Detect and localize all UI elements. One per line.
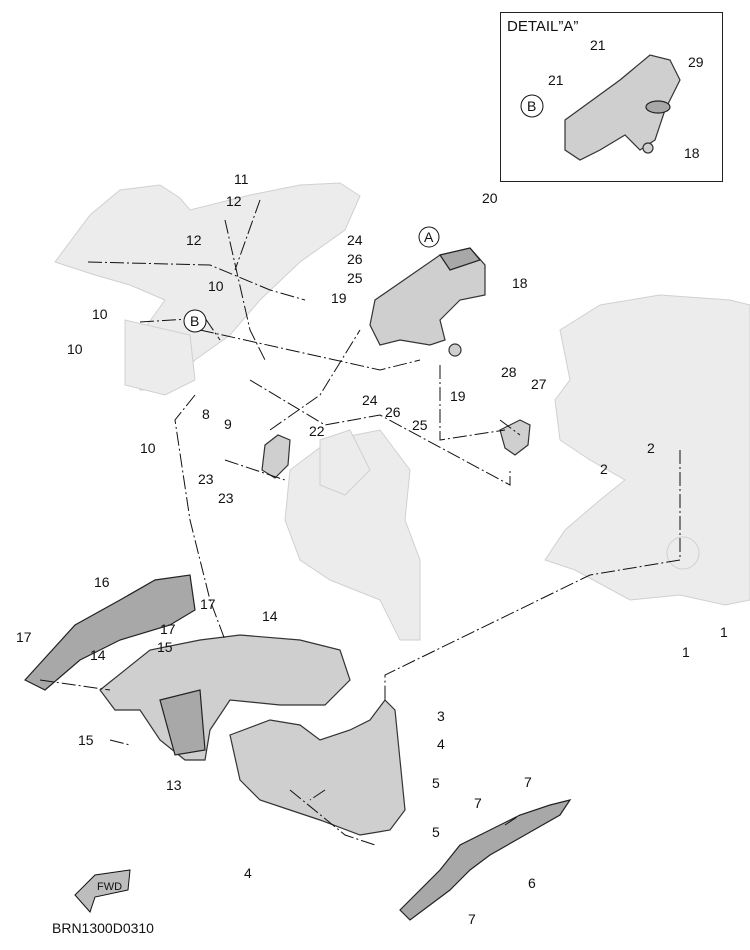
svg-text:B: B bbox=[190, 313, 199, 329]
callout-24: 24 bbox=[362, 392, 378, 408]
callout-3: 3 bbox=[437, 708, 445, 724]
callout-4: 4 bbox=[244, 865, 252, 881]
svg-text:FWD: FWD bbox=[97, 881, 122, 893]
reference-b-detail: B bbox=[520, 94, 544, 118]
callout-4: 4 bbox=[437, 736, 445, 752]
reference-b-main: B bbox=[183, 309, 207, 333]
callout-18: 18 bbox=[684, 145, 700, 161]
callout-21: 21 bbox=[590, 37, 606, 53]
callout-6: 6 bbox=[528, 875, 536, 891]
drawing-code: BRN1300D0310 bbox=[52, 920, 154, 936]
panel-16 bbox=[24, 574, 196, 691]
reference-a-main: A bbox=[418, 226, 440, 248]
ghost-frame bbox=[284, 429, 421, 641]
callout-2: 2 bbox=[600, 461, 608, 477]
detail-a-title: DETAIL”A” bbox=[507, 18, 579, 35]
callout-25: 25 bbox=[347, 270, 363, 286]
callout-29: 29 bbox=[688, 54, 704, 70]
callout-15: 15 bbox=[78, 732, 94, 748]
callout-19: 19 bbox=[450, 388, 466, 404]
svg-text:B: B bbox=[527, 98, 536, 114]
callout-27: 27 bbox=[531, 376, 547, 392]
callout-7: 7 bbox=[474, 795, 482, 811]
callout-12: 12 bbox=[186, 232, 202, 248]
callout-17: 17 bbox=[160, 621, 176, 637]
callout-10: 10 bbox=[67, 341, 83, 357]
bracket-27 bbox=[499, 419, 531, 456]
leader-lines bbox=[39, 199, 681, 846]
callout-15: 15 bbox=[157, 639, 173, 655]
ghost-rear-body bbox=[544, 294, 750, 606]
callout-10: 10 bbox=[140, 440, 156, 456]
callout-19: 19 bbox=[331, 290, 347, 306]
svg-text:A: A bbox=[424, 229, 434, 245]
callout-26: 26 bbox=[385, 404, 401, 420]
callout-25: 25 bbox=[412, 417, 428, 433]
callout-26: 26 bbox=[347, 251, 363, 267]
callout-24: 24 bbox=[347, 232, 363, 248]
callout-12: 12 bbox=[226, 193, 242, 209]
panel-13 bbox=[99, 634, 351, 761]
callout-28: 28 bbox=[501, 364, 517, 380]
detail-a-box bbox=[500, 12, 723, 182]
callout-1: 1 bbox=[720, 624, 728, 640]
callout-18: 18 bbox=[512, 275, 528, 291]
callout-7: 7 bbox=[524, 774, 532, 790]
callout-5: 5 bbox=[432, 775, 440, 791]
callout-10: 10 bbox=[92, 306, 108, 322]
callout-9: 9 bbox=[224, 416, 232, 432]
callout-17: 17 bbox=[16, 629, 32, 645]
callout-11: 11 bbox=[234, 171, 249, 187]
callout-14: 14 bbox=[90, 647, 106, 663]
fwd-arrow-icon: FWD bbox=[74, 869, 131, 913]
callouts: 1 1 2 2 3 4 4 5 5 6 7 7 7 8 9 10 10 10 1… bbox=[16, 37, 728, 927]
callout-10: 10 bbox=[208, 278, 224, 294]
bracket-18 bbox=[369, 247, 486, 357]
callout-14: 14 bbox=[262, 608, 278, 624]
callout-21: 21 bbox=[548, 72, 564, 88]
callout-1: 1 bbox=[682, 644, 690, 660]
callout-8: 8 bbox=[202, 406, 210, 422]
callout-7: 7 bbox=[468, 911, 476, 927]
panel-6 bbox=[399, 799, 572, 921]
callout-23: 23 bbox=[218, 490, 234, 506]
callout-23: 23 bbox=[198, 471, 214, 487]
detail-bracket-18 bbox=[564, 54, 681, 161]
callout-20: 20 bbox=[482, 190, 498, 206]
callout-2: 2 bbox=[647, 440, 655, 456]
panel-3 bbox=[229, 699, 406, 836]
bracket-22 bbox=[261, 434, 291, 479]
callout-16: 16 bbox=[94, 574, 110, 590]
ghost-front-cowl bbox=[54, 182, 361, 396]
callout-17: 17 bbox=[200, 596, 216, 612]
callout-13: 13 bbox=[166, 777, 182, 793]
callout-22: 22 bbox=[309, 423, 325, 439]
callout-5: 5 bbox=[432, 824, 440, 840]
